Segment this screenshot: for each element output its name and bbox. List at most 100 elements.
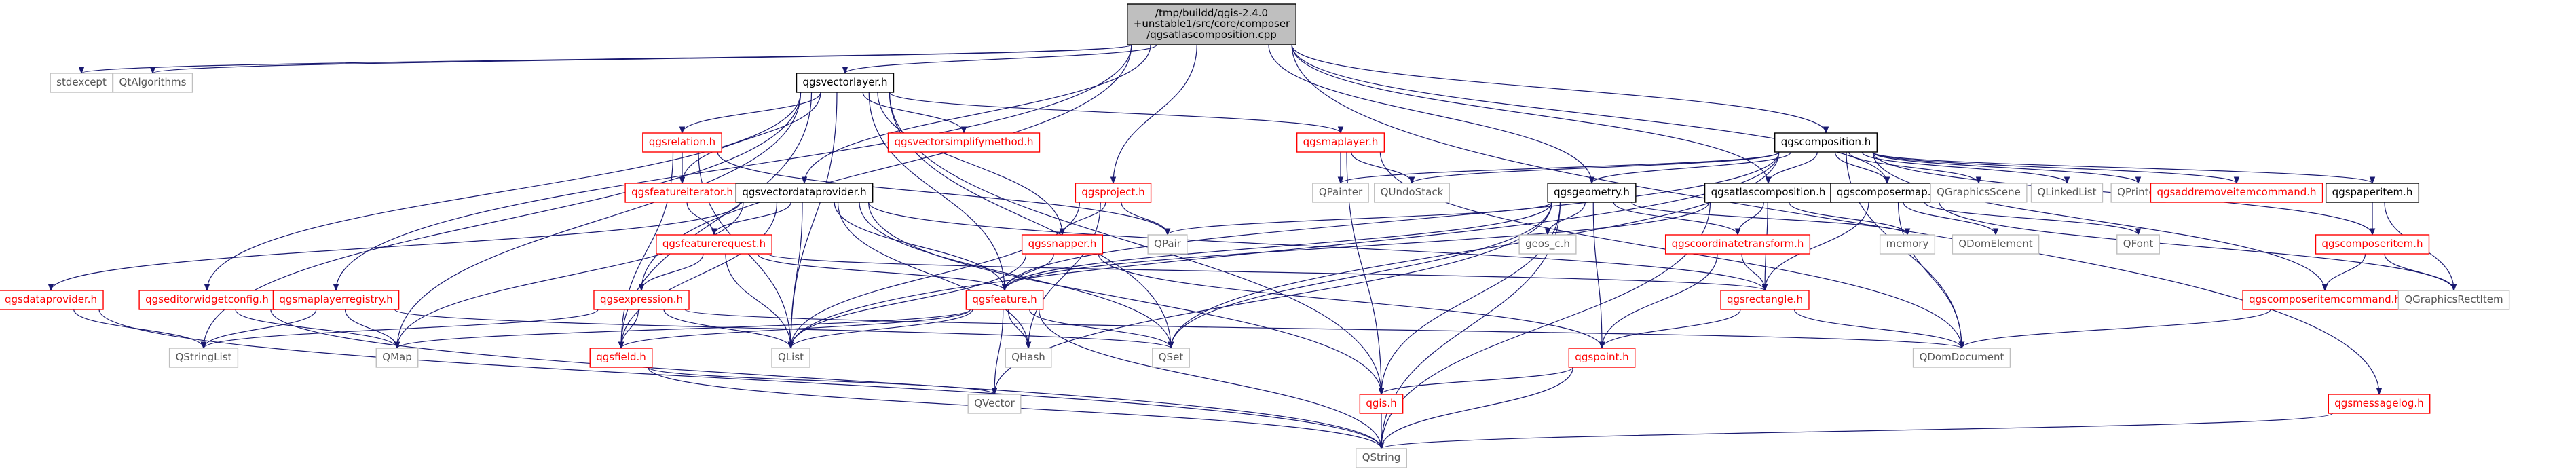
edge-qgscomposition-to-QPrinter xyxy=(1872,151,2142,185)
node-qgsvectorsimplifymethod[interactable]: qgsvectorsimplifymethod.h xyxy=(887,132,1041,153)
node-qgsfeature[interactable]: qgsfeature.h xyxy=(965,290,1044,310)
node-QVector[interactable]: QVector xyxy=(967,394,1022,414)
node-QMap[interactable]: QMap xyxy=(375,348,419,368)
node-QFont[interactable]: QFont xyxy=(2116,234,2160,255)
node-QPair[interactable]: QPair xyxy=(1147,234,1188,255)
node-qgsvectordataprovider[interactable]: qgsvectordataprovider.h xyxy=(735,183,874,203)
node-label: /tmp/buildd/qgis-2.4.0 xyxy=(1155,7,1268,19)
node-qgscomposeritemcommand[interactable]: qgscomposeritemcommand.h xyxy=(2242,290,2408,310)
edge-qgsdataprovider-to-QString xyxy=(98,309,1385,450)
edge-root-to-qgsmessagelog xyxy=(1291,44,2383,396)
node-qgsmaplayer[interactable]: qgsmaplayer.h xyxy=(1296,132,1385,153)
node-qgsgeometry[interactable]: qgsgeometry.h xyxy=(1547,183,1637,203)
node-box xyxy=(965,290,1044,310)
edge-qgsvectorlayer-to-qgsrelation xyxy=(679,92,821,134)
edge-qgsfield-to-QVector xyxy=(648,367,998,396)
node-geos_c[interactable]: geos_c.h xyxy=(1518,234,1577,255)
node-QPainter[interactable]: QPainter xyxy=(1312,183,1369,203)
node-qgsexpression[interactable]: qgsexpression.h xyxy=(593,290,690,310)
edge-qgscomposition-to-QUndoStack xyxy=(1408,151,1780,185)
node-label: qgsfeature.h xyxy=(972,293,1037,305)
node-qgscomposeritem[interactable]: qgscomposeritem.h xyxy=(2315,234,2430,255)
node-qgis[interactable]: qgis.h xyxy=(1359,394,1404,414)
node-label: QHash xyxy=(1011,351,1045,363)
edge-qgsproject-to-QList xyxy=(787,202,1080,350)
node-QGraphicsRectItem[interactable]: QGraphicsRectItem xyxy=(2397,290,2510,310)
node-memory[interactable]: memory xyxy=(1879,234,1936,255)
node-box xyxy=(1518,234,1577,255)
edge-qgsvectorlayer-to-qgssnapper xyxy=(877,92,1066,236)
node-qgscoordinatetransform[interactable]: qgscoordinatetransform.h xyxy=(1664,234,1811,255)
node-box xyxy=(1547,183,1637,203)
node-QtAlgorithms[interactable]: QtAlgorithms xyxy=(112,73,193,93)
edge-root-to-qgsvectordataprovider xyxy=(801,44,1151,185)
node-qgsaddremoveitemcommand[interactable]: qgsaddremoveitemcommand.h xyxy=(2150,183,2323,203)
edge-qgsvectorlayer-to-QList xyxy=(787,92,838,350)
edge-qgscomposition-to-QLinkedList xyxy=(1861,151,2070,185)
node-box xyxy=(1147,234,1188,255)
node-label: qgscomposeritemcommand.h xyxy=(2249,293,2401,305)
node-QDomElement[interactable]: QDomElement xyxy=(1952,234,2040,255)
node-qgseditorwidgetconfig[interactable]: qgseditorwidgetconfig.h xyxy=(138,290,276,310)
node-qgspaperitem[interactable]: qgspaperitem.h xyxy=(2325,183,2420,203)
node-qgscomposition[interactable]: qgscomposition.h xyxy=(1774,132,1878,153)
node-QHash[interactable]: QHash xyxy=(1005,348,1052,368)
node-qgsfield[interactable]: qgsfield.h xyxy=(589,348,653,368)
node-label: QUndoStack xyxy=(1381,186,1444,198)
edge-qgsatlascomposition-to-qgscoordinatetransform xyxy=(1734,202,1764,236)
node-root[interactable]: /tmp/buildd/qgis-2.4.0+unstable1/src/cor… xyxy=(1127,3,1296,45)
node-qgsdataprovider[interactable]: qgsdataprovider.h xyxy=(0,290,104,310)
node-label: QGraphicsScene xyxy=(1937,186,2021,198)
node-QLinkedList[interactable]: QLinkedList xyxy=(2030,183,2104,203)
node-box xyxy=(589,348,653,368)
node-qgssnapper[interactable]: qgssnapper.h xyxy=(1021,234,1104,255)
edge-qgscoordinatetransform-to-qgsrectangle xyxy=(1741,253,1768,292)
node-QString[interactable]: QString xyxy=(1356,448,1407,468)
edge-root-to-qgsgeometry xyxy=(1268,44,1595,185)
node-QList[interactable]: QList xyxy=(771,348,810,368)
node-box xyxy=(1356,448,1407,468)
node-label: qgsfield.h xyxy=(596,351,646,363)
edge-qgsvectordataprovider-to-qgsfeaturerequest xyxy=(711,202,791,236)
node-label: QList xyxy=(778,351,804,363)
edge-qgscomposermap-to-QDomElement xyxy=(1903,202,1999,236)
node-qgspoint[interactable]: qgspoint.h xyxy=(1568,348,1636,368)
node-box xyxy=(1312,183,1369,203)
edge-qgsfeature-to-QMap xyxy=(394,309,971,350)
node-box xyxy=(1952,234,2040,255)
node-qgsproject[interactable]: qgsproject.h xyxy=(1075,183,1152,203)
node-qgsmessagelog[interactable]: qgsmessagelog.h xyxy=(2328,394,2431,414)
edge-qgsatlascomposition-to-memory xyxy=(1789,202,1911,236)
node-QUndoStack[interactable]: QUndoStack xyxy=(1374,183,1450,203)
node-label: qgssnapper.h xyxy=(1028,238,1097,250)
node-qgsfeatureiterator[interactable]: qgsfeatureiterator.h xyxy=(624,183,740,203)
node-qgsfeaturerequest[interactable]: qgsfeaturerequest.h xyxy=(656,234,772,255)
node-qgsrectangle[interactable]: qgsrectangle.h xyxy=(1720,290,1810,310)
node-label: qgsexpression.h xyxy=(600,293,683,305)
edge-qgsexpression-to-QDomDocument xyxy=(684,309,1965,350)
node-QStringList[interactable]: QStringList xyxy=(168,348,239,368)
edge-qgscomposition-to-qgspaperitem xyxy=(1872,151,2376,185)
node-box xyxy=(771,348,810,368)
edge-qgsproject-to-qgssnapper xyxy=(1059,202,1106,236)
node-label: qgsgeometry.h xyxy=(1554,186,1630,198)
node-box xyxy=(0,290,104,310)
node-qgsvectorlayer[interactable]: qgsvectorlayer.h xyxy=(796,73,895,93)
node-QDomDocument[interactable]: QDomDocument xyxy=(1912,348,2011,368)
edge-qgsfeaturerequest-to-qgsexpression xyxy=(638,253,704,292)
node-QSet[interactable]: QSet xyxy=(1152,348,1190,368)
node-box xyxy=(2315,234,2430,255)
edge-qgsmaplayerregistry-to-QSet xyxy=(394,309,1174,350)
node-QGraphicsScene[interactable]: QGraphicsScene xyxy=(1930,183,2028,203)
node-box xyxy=(1568,348,1636,368)
node-qgsrelation[interactable]: qgsrelation.h xyxy=(642,132,722,153)
edge-qgscomposeritem-to-qgscomposeritemcommand xyxy=(2321,253,2366,292)
node-label: qgspaperitem.h xyxy=(2332,186,2413,198)
node-label: stdexcept xyxy=(56,76,107,88)
node-label: qgsmaplayerregistry.h xyxy=(279,293,392,305)
node-qgsatlascomposition[interactable]: qgsatlascomposition.h xyxy=(1704,183,1833,203)
node-stdexcept[interactable]: stdexcept xyxy=(50,73,113,93)
node-qgscomposermap[interactable]: qgscomposermap.h xyxy=(1830,183,1944,203)
node-qgsmaplayerregistry[interactable]: qgsmaplayerregistry.h xyxy=(272,290,400,310)
edge-qgsvectordataprovider-to-qgsfeature xyxy=(834,202,1008,292)
